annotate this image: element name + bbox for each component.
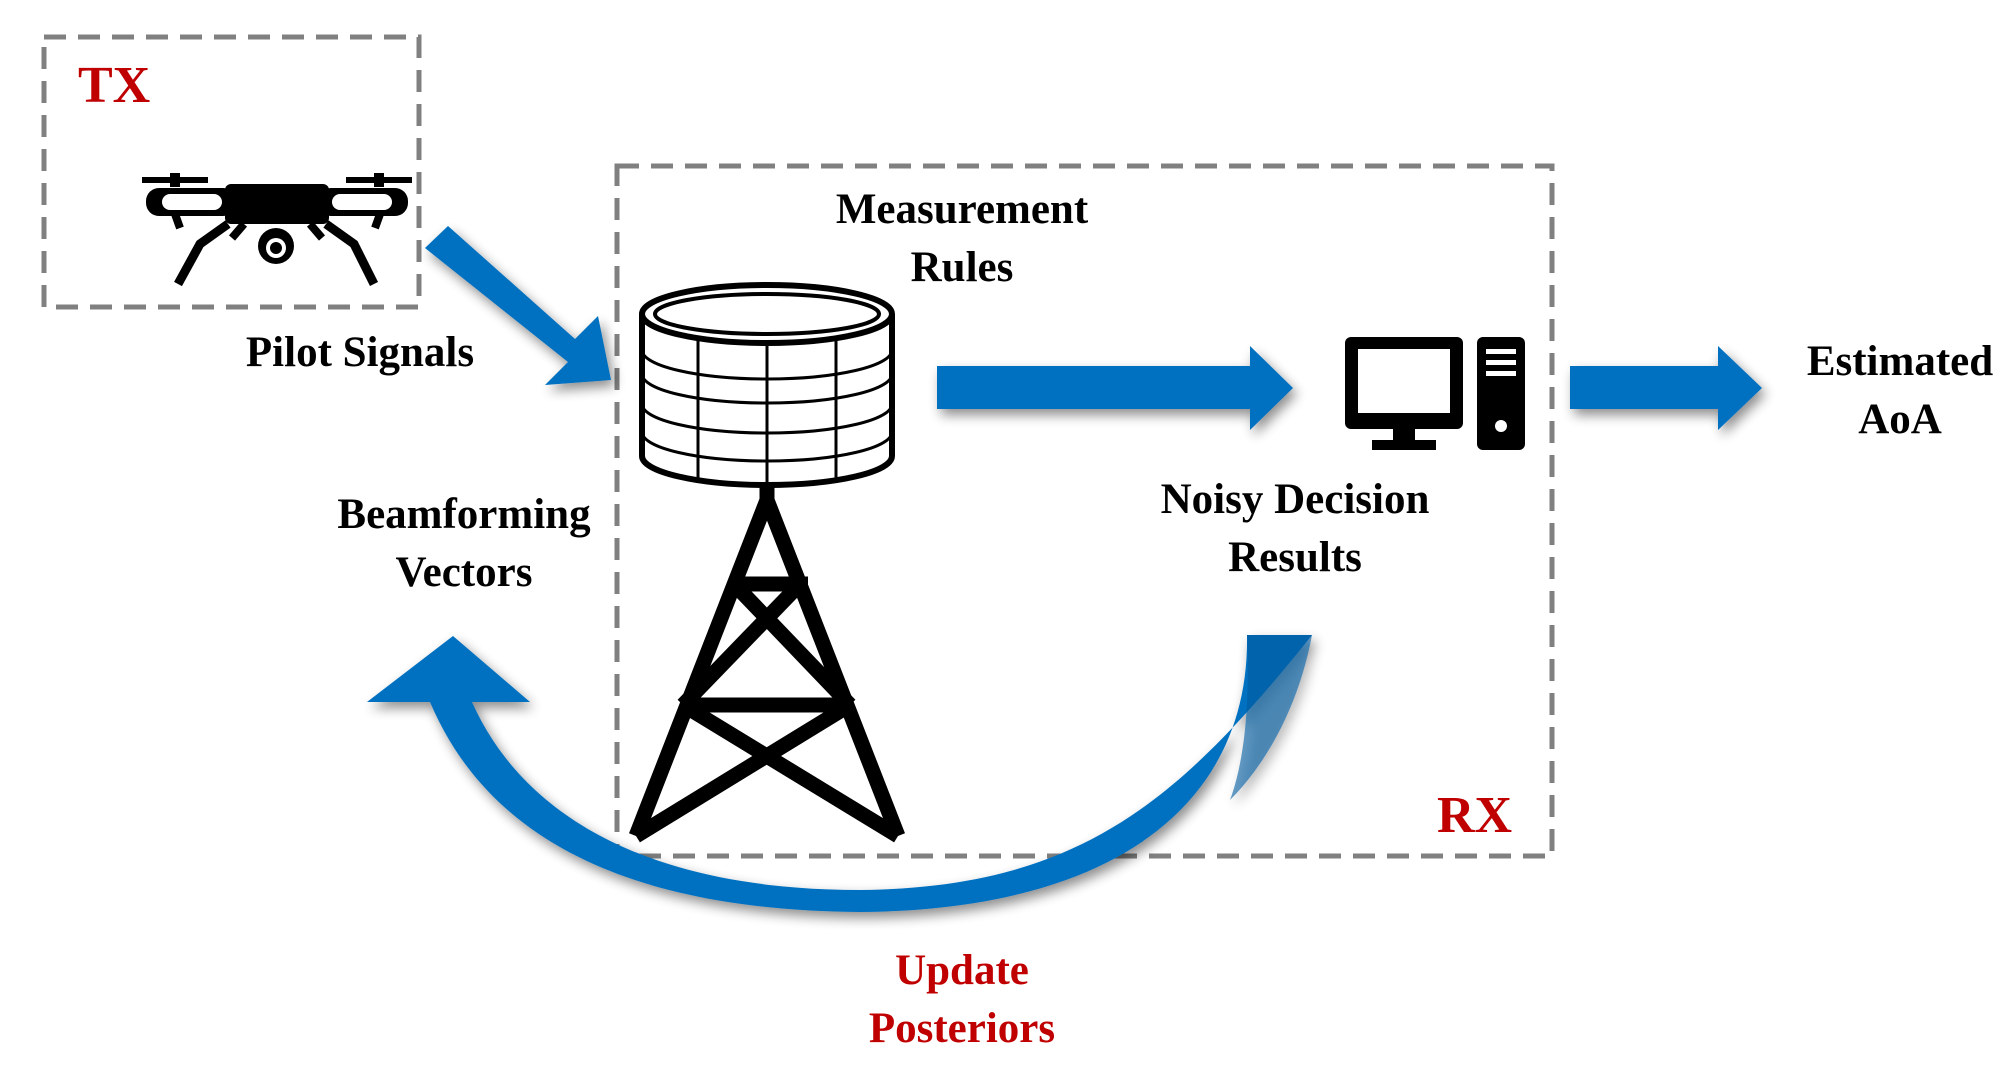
rx-label: RX — [1437, 787, 1512, 844]
noisy-decision-label-line1: Noisy Decision — [1161, 476, 1430, 523]
measurement-rules-label-line2: Rules — [911, 244, 1014, 291]
update-posteriors-label-line2: Posteriors — [869, 1005, 1055, 1052]
computer-icon — [1345, 337, 1525, 450]
processor-to-output-arrow — [1570, 346, 1762, 430]
database-icon — [639, 282, 895, 488]
estimated-aoa-label-line1: Estimated — [1807, 338, 1993, 385]
pilot-signals-arrow — [425, 226, 611, 385]
update-posteriors-label-line1: Update — [895, 947, 1029, 994]
beamforming-vectors-label-line2: Vectors — [396, 549, 533, 596]
update-posteriors-arrow — [367, 635, 1312, 912]
rules-to-processor-arrow — [937, 346, 1293, 430]
pilot-signals-label: Pilot Signals — [246, 329, 474, 376]
measurement-rules-label-line1: Measurement — [836, 186, 1089, 233]
tx-box: TX — [41, 34, 422, 310]
tx-label: TX — [78, 57, 150, 114]
antenna-tower-icon — [629, 479, 905, 843]
drone-icon — [142, 173, 412, 287]
beamforming-vectors-label-line1: Beamforming — [337, 491, 591, 538]
estimated-aoa-label-line2: AoA — [1858, 396, 1942, 443]
noisy-decision-label-line2: Results — [1228, 534, 1362, 581]
